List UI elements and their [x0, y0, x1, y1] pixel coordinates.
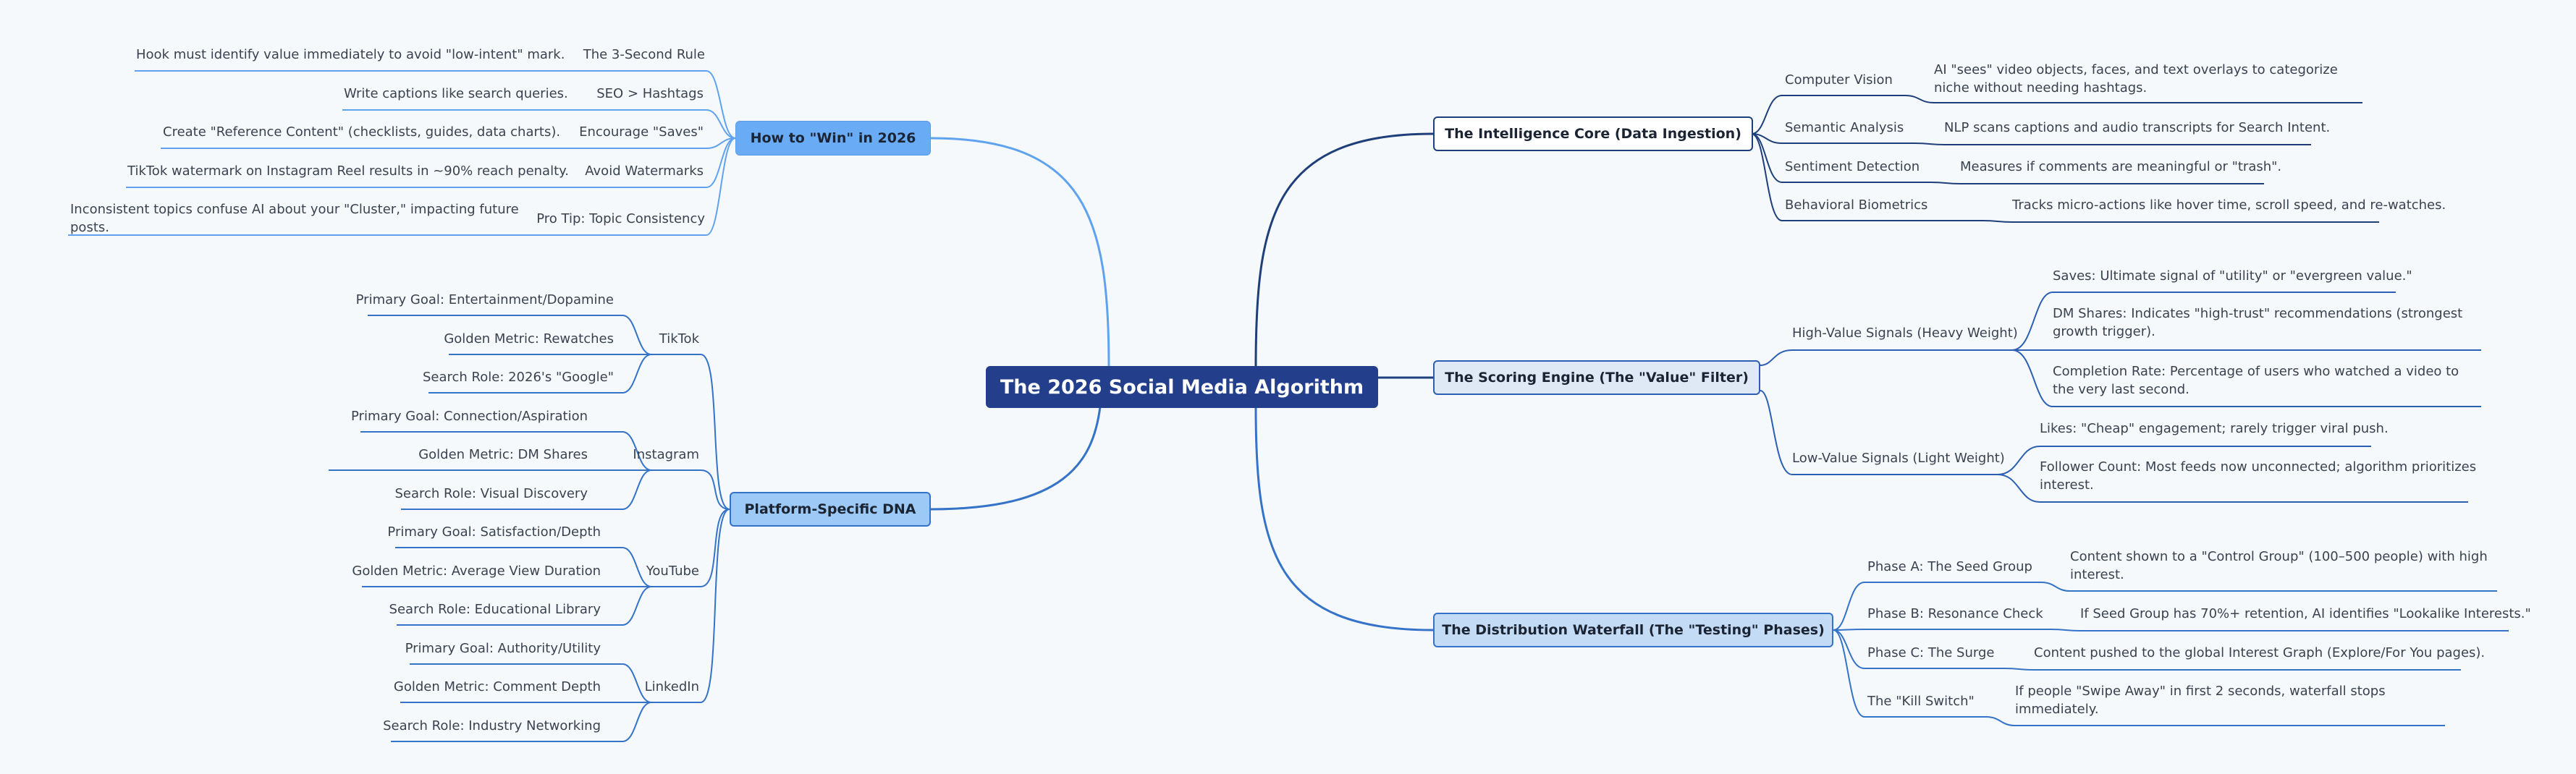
dna-platform-item[interactable]: Golden Metric: DM Shares — [418, 447, 588, 462]
dna-platform-item[interactable]: Golden Metric: Comment Depth — [393, 679, 601, 694]
score-low-label[interactable]: Low-Value Signals (Light Weight) — [1792, 451, 2005, 466]
connector-line — [1997, 474, 2468, 503]
intel-item-detail[interactable]: AI "sees" video objects, faces, and text… — [1934, 62, 2338, 95]
score-high-label[interactable]: High-Value Signals (Heavy Weight) — [1792, 326, 2018, 341]
connector-line — [651, 469, 730, 510]
connector-line — [342, 109, 736, 139]
score-high-item[interactable]: DM Shares: Indicates "high-trust" recomm… — [2053, 306, 2463, 339]
branch-platform-dna[interactable]: Platform-Specific DNA — [730, 492, 931, 527]
dist-item-detail[interactable]: Content shown to a "Control Group" (100–… — [2070, 549, 2488, 582]
dna-platform-linkedin[interactable]: LinkedIn — [644, 679, 699, 694]
dna-platform-tiktok[interactable]: TikTok — [659, 331, 699, 346]
dna-platform-item[interactable]: Primary Goal: Connection/Aspiration — [351, 409, 588, 424]
win-item-label[interactable]: The 3-Second Rule — [583, 47, 705, 62]
connector-line — [1760, 349, 2012, 366]
connector-line — [410, 663, 652, 703]
connector-line — [391, 702, 652, 742]
connector-line — [2011, 292, 2396, 351]
connector-line — [368, 315, 652, 355]
connector-line — [126, 137, 736, 188]
branch-intelligence-core[interactable]: The Intelligence Core (Data Ingestion) — [1433, 116, 1753, 151]
dist-item-label[interactable]: Phase A: The Seed Group — [1867, 559, 2032, 574]
dna-platform-item[interactable]: Golden Metric: Rewatches — [444, 331, 614, 346]
dist-item-detail[interactable]: If Seed Group has 70%+ retention, AI ide… — [2080, 606, 2531, 621]
connector-line — [1833, 629, 2445, 726]
connector-line — [401, 469, 652, 510]
connector-line — [930, 137, 1110, 368]
connector-line — [1997, 446, 2371, 475]
connector-line — [1254, 132, 1434, 368]
win-item-detail[interactable]: TikTok watermark on Instagram Reel resul… — [127, 163, 569, 179]
branch-scoring-engine[interactable]: The Scoring Engine (The "Value" Filter) — [1433, 360, 1760, 395]
connector-line — [68, 137, 736, 236]
score-low-item[interactable]: Likes: "Cheap" engagement; rarely trigge… — [2040, 421, 2389, 436]
connector-line — [2011, 349, 2481, 407]
connector-line — [651, 354, 730, 510]
intel-item-label[interactable]: Behavioral Biometrics — [1785, 197, 1928, 213]
central-topic[interactable]: The 2026 Social Media Algorithm — [986, 366, 1378, 408]
branch-distribution-waterfall[interactable]: The Distribution Waterfall (The "Testing… — [1433, 613, 1833, 647]
dist-item-detail[interactable]: If people "Swipe Away" in first 2 second… — [2015, 684, 2386, 717]
connector-line — [135, 70, 736, 139]
dist-item-label[interactable]: The "Kill Switch" — [1867, 694, 1975, 709]
intel-item-label[interactable]: Sentiment Detection — [1785, 159, 1920, 174]
dna-platform-item[interactable]: Primary Goal: Entertainment/Dopamine — [355, 292, 614, 307]
dna-platform-item[interactable]: Search Role: Educational Library — [389, 602, 601, 617]
connector-line — [161, 137, 736, 149]
branch-how-to-win[interactable]: How to "Win" in 2026 — [735, 121, 931, 156]
connector-line — [360, 431, 652, 471]
score-high-item[interactable]: Saves: Ultimate signal of "utility" or "… — [2053, 268, 2412, 284]
connector-line — [397, 586, 652, 626]
connector-line — [1760, 390, 1998, 475]
connector-line — [930, 406, 1102, 511]
connector-line — [428, 354, 652, 394]
win-item-label[interactable]: SEO > Hashtags — [596, 86, 704, 101]
connector-line — [1751, 133, 2379, 223]
connector-line — [1254, 406, 1434, 631]
score-low-item[interactable]: Follower Count: Most feeds now unconnect… — [2040, 459, 2477, 493]
connector-line — [1751, 133, 2311, 145]
dna-platform-item[interactable]: Primary Goal: Authority/Utility — [405, 641, 601, 656]
connector-line — [1833, 629, 2509, 631]
connector-line — [651, 509, 730, 587]
win-item-detail[interactable]: Inconsistent topics confuse AI about you… — [70, 202, 519, 235]
win-item-detail[interactable]: Write captions like search queries. — [344, 86, 568, 101]
dist-item-detail[interactable]: Content pushed to the global Interest Gr… — [2034, 645, 2486, 660]
intel-item-detail[interactable]: Measures if comments are meaningful or "… — [1960, 159, 2282, 174]
dna-platform-item[interactable]: Search Role: 2026's "Google" — [422, 370, 614, 385]
dna-platform-item[interactable]: Primary Goal: Satisfaction/Depth — [387, 524, 601, 540]
intel-item-label[interactable]: Semantic Analysis — [1785, 120, 1904, 135]
connector-line — [1751, 133, 2264, 184]
dna-platform-item[interactable]: Search Role: Visual Discovery — [394, 486, 588, 501]
dna-platform-instagram[interactable]: Instagram — [633, 447, 699, 462]
dna-platform-item[interactable]: Golden Metric: Average View Duration — [352, 564, 601, 579]
intel-item-detail[interactable]: Tracks micro-actions like hover time, sc… — [2012, 197, 2446, 213]
connector-line — [395, 547, 652, 587]
win-item-detail[interactable]: Hook must identify value immediately to … — [136, 47, 565, 62]
win-item-label[interactable]: Pro Tip: Topic Consistency — [536, 211, 705, 226]
dna-platform-youtube[interactable]: YouTube — [646, 564, 699, 579]
connector-line — [651, 509, 730, 703]
intel-item-label[interactable]: Computer Vision — [1785, 72, 1893, 88]
dist-item-label[interactable]: Phase B: Resonance Check — [1867, 606, 2043, 621]
connector-line — [1833, 629, 2461, 671]
score-high-item[interactable]: Completion Rate: Percentage of users who… — [2053, 364, 2459, 397]
win-item-detail[interactable]: Create "Reference Content" (checklists, … — [163, 124, 561, 140]
intel-item-detail[interactable]: NLP scans captions and audio transcripts… — [1944, 120, 2331, 135]
dna-platform-item[interactable]: Search Role: Industry Networking — [383, 718, 601, 733]
connector-line — [1751, 95, 2362, 135]
dist-item-label[interactable]: Phase C: The Surge — [1867, 645, 1995, 660]
connector-line — [1833, 582, 2497, 631]
win-item-label[interactable]: Encourage "Saves" — [579, 124, 704, 140]
win-item-label[interactable]: Avoid Watermarks — [585, 163, 704, 179]
